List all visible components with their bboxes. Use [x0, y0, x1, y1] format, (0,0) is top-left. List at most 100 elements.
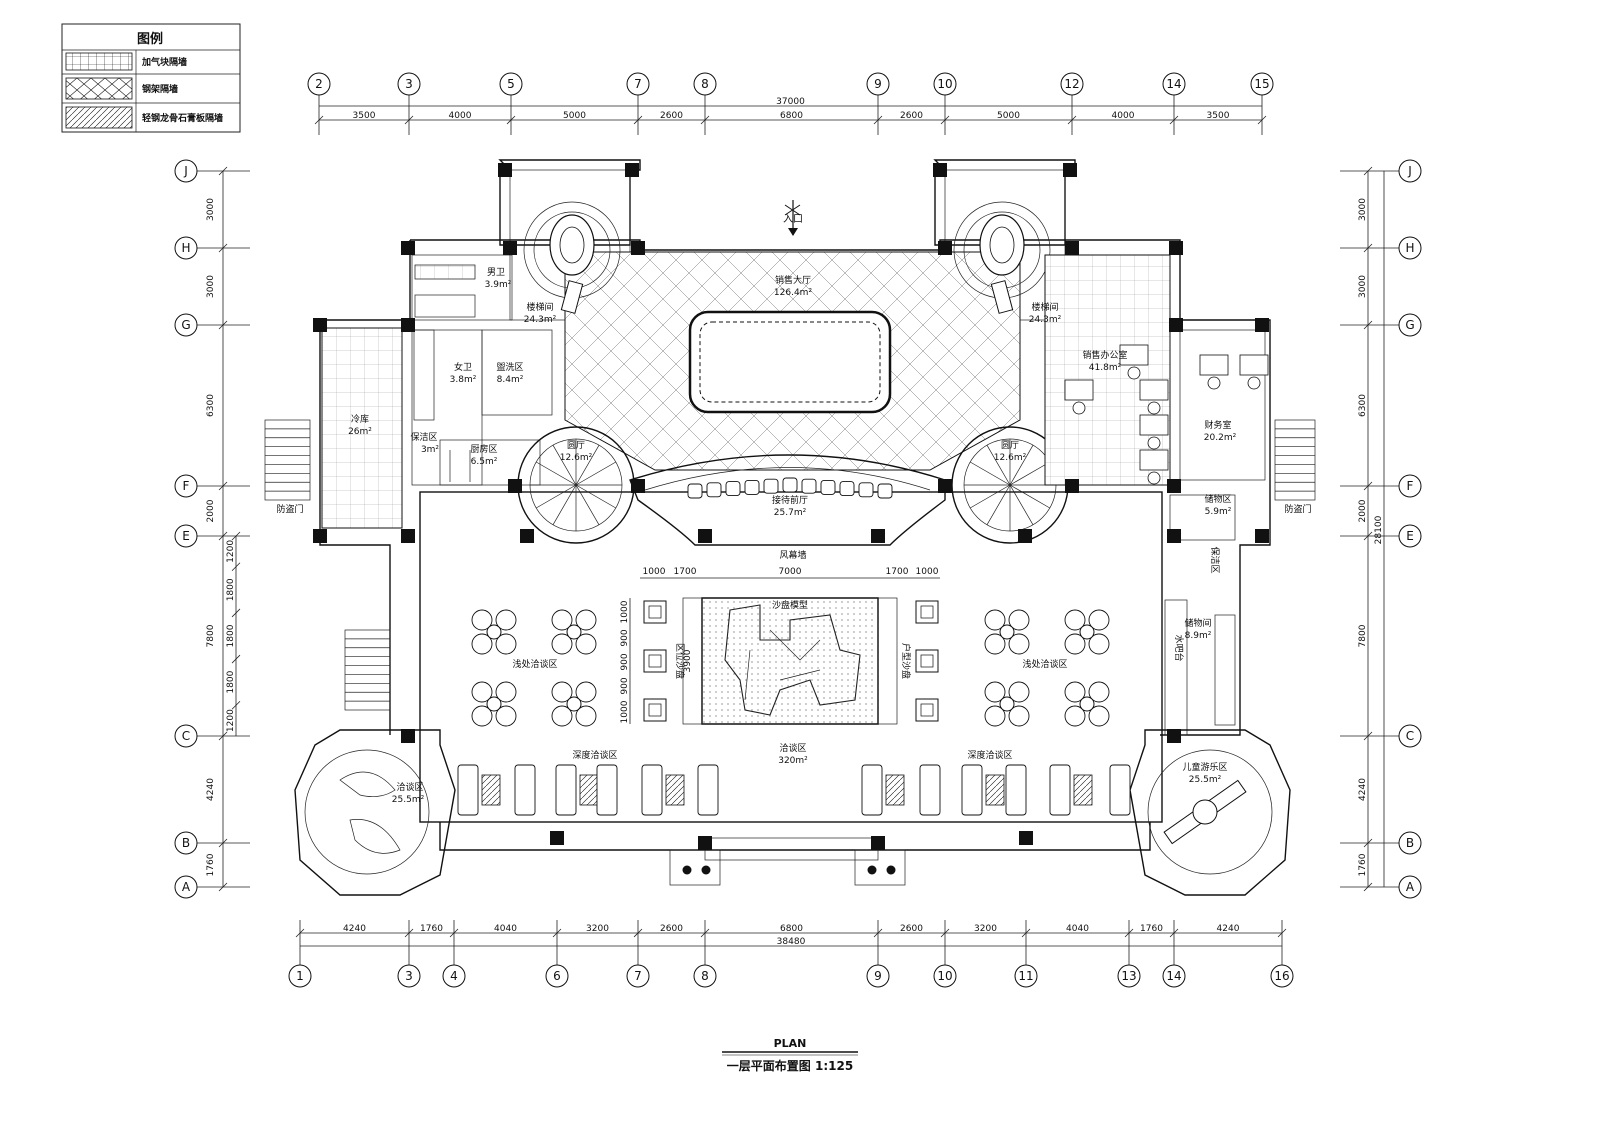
- bottom-dim-label: 3200: [974, 924, 997, 934]
- bottom-dim-label: 3200: [586, 924, 609, 934]
- office-chair: [1127, 366, 1141, 380]
- floor-spoke: [552, 444, 577, 486]
- left-sub-dim-label: 1800: [226, 578, 236, 601]
- lounge-chair: [1064, 705, 1086, 727]
- left-sub-dim-label: 1200: [226, 709, 236, 732]
- label-unit-sand-table: 户型沙盘: [900, 643, 912, 679]
- bottom-dim-label: 4240: [343, 924, 366, 934]
- axis-label-top: 9: [874, 77, 882, 91]
- right-tick: [1363, 166, 1373, 176]
- bottom-tick: [940, 928, 950, 938]
- axis-bubble-bottom: [626, 964, 650, 988]
- floor-spoke: [552, 484, 577, 526]
- axis-label-top: 15: [1254, 77, 1269, 91]
- structural-column: [520, 529, 534, 543]
- model-vdim-4: 900: [620, 677, 630, 694]
- lounge-chair: [984, 681, 1006, 703]
- structural-column: [1019, 831, 1033, 845]
- axis-bubble-bottom: [1162, 964, 1186, 988]
- left-sub-dim-label: 1800: [226, 624, 236, 647]
- axis-label-right: A: [1406, 880, 1415, 894]
- room-kids-play-area: 25.5m²: [1189, 775, 1222, 785]
- axis-bubble-bottom: [442, 964, 466, 988]
- left-tick: [218, 838, 228, 848]
- lounge-chair: [551, 705, 573, 727]
- axis-bubble-right: [1398, 875, 1422, 899]
- left-dim-label: 2000: [206, 499, 216, 522]
- axis-bubble-bottom: [1270, 964, 1294, 988]
- left-dim-label: 6300: [206, 394, 216, 417]
- office-chair: [1207, 376, 1221, 390]
- axis-label-top: 8: [701, 77, 709, 91]
- reception-seat: [763, 478, 779, 494]
- coffee-table: [579, 774, 599, 806]
- round-table: [999, 696, 1015, 712]
- structural-column: [1018, 529, 1032, 543]
- room-stair-right: 楼梯间: [1031, 301, 1058, 313]
- legend-label-3: 轻钢龙骨石膏板隔墙: [142, 112, 223, 124]
- round-table: [566, 624, 582, 640]
- right-tick: [1363, 243, 1373, 253]
- lounge-chair: [575, 705, 597, 727]
- bottom-tick: [1124, 928, 1134, 938]
- axis-bubble-right: [1398, 236, 1422, 260]
- axis-bubble-top: [866, 72, 890, 96]
- bottom-dim-label: 4040: [494, 924, 517, 934]
- axis-bubble-top: [307, 72, 331, 96]
- sofa: [919, 764, 941, 816]
- legend-swatch-grid: [65, 52, 133, 71]
- top-tick: [1169, 115, 1179, 125]
- reception-seat: [801, 478, 817, 494]
- axis-bubble-left: [174, 875, 198, 899]
- round-table: [486, 696, 502, 712]
- model-dim-2: 1700: [674, 567, 697, 577]
- lounge-chair: [575, 609, 597, 631]
- structural-column: [503, 241, 517, 255]
- model-dim-4: 1700: [886, 567, 909, 577]
- model-dim-3: 7000: [779, 567, 802, 577]
- room-womens-wc-area: 3.8m²: [450, 375, 477, 385]
- round-table: [999, 624, 1015, 640]
- top-tick: [873, 115, 883, 125]
- sofa: [641, 764, 663, 816]
- bottom-dim-label: 2600: [900, 924, 923, 934]
- room-round-hall-left: 圆厅: [567, 440, 585, 451]
- office-desk: [1139, 449, 1169, 471]
- bottom-tick: [404, 928, 414, 938]
- bottom-dim-label: 6800: [780, 924, 803, 934]
- reception-seat: [744, 479, 760, 495]
- office-chair: [1147, 436, 1161, 450]
- top-dim-label: 4000: [1112, 111, 1135, 121]
- floor-spoke: [1009, 444, 1034, 486]
- round-table: [486, 624, 502, 640]
- office-desk: [1199, 354, 1229, 376]
- structural-column: [871, 836, 885, 850]
- axis-label-right: B: [1406, 836, 1414, 850]
- coffee-table: [481, 774, 501, 806]
- axis-bubble-right: [1398, 474, 1422, 498]
- top-dim-label: 5000: [997, 111, 1020, 121]
- axis-grid: 3700023500340005500072600868009260010500…: [174, 72, 1422, 988]
- room-storeroom-area: 8.9m²: [1185, 631, 1212, 641]
- axis-label-top: 5: [507, 77, 515, 91]
- bottom-tick: [633, 928, 643, 938]
- left-dim-label: 4240: [206, 778, 216, 801]
- left-tick: [218, 481, 228, 491]
- room-cold-store: 冷库: [351, 413, 369, 425]
- right-dim-label: 1760: [1358, 853, 1368, 876]
- right-dim-label: 2000: [1358, 499, 1368, 522]
- axis-bubble-right: [1398, 724, 1422, 748]
- axis-label-top: 7: [634, 77, 642, 91]
- axis-label-left: B: [182, 836, 190, 850]
- sofa: [961, 764, 983, 816]
- model-dim-1: 1000: [643, 567, 666, 577]
- axis-label-left: F: [183, 479, 190, 493]
- axis-bubble-left: [174, 159, 198, 183]
- structural-column: [550, 831, 564, 845]
- lounge-chair: [984, 705, 1006, 727]
- structural-column: [401, 729, 415, 743]
- reception-seat: [877, 483, 893, 499]
- lounge-chair: [1088, 705, 1110, 727]
- left-tick: [218, 320, 228, 330]
- bottom-tick: [1021, 928, 1031, 938]
